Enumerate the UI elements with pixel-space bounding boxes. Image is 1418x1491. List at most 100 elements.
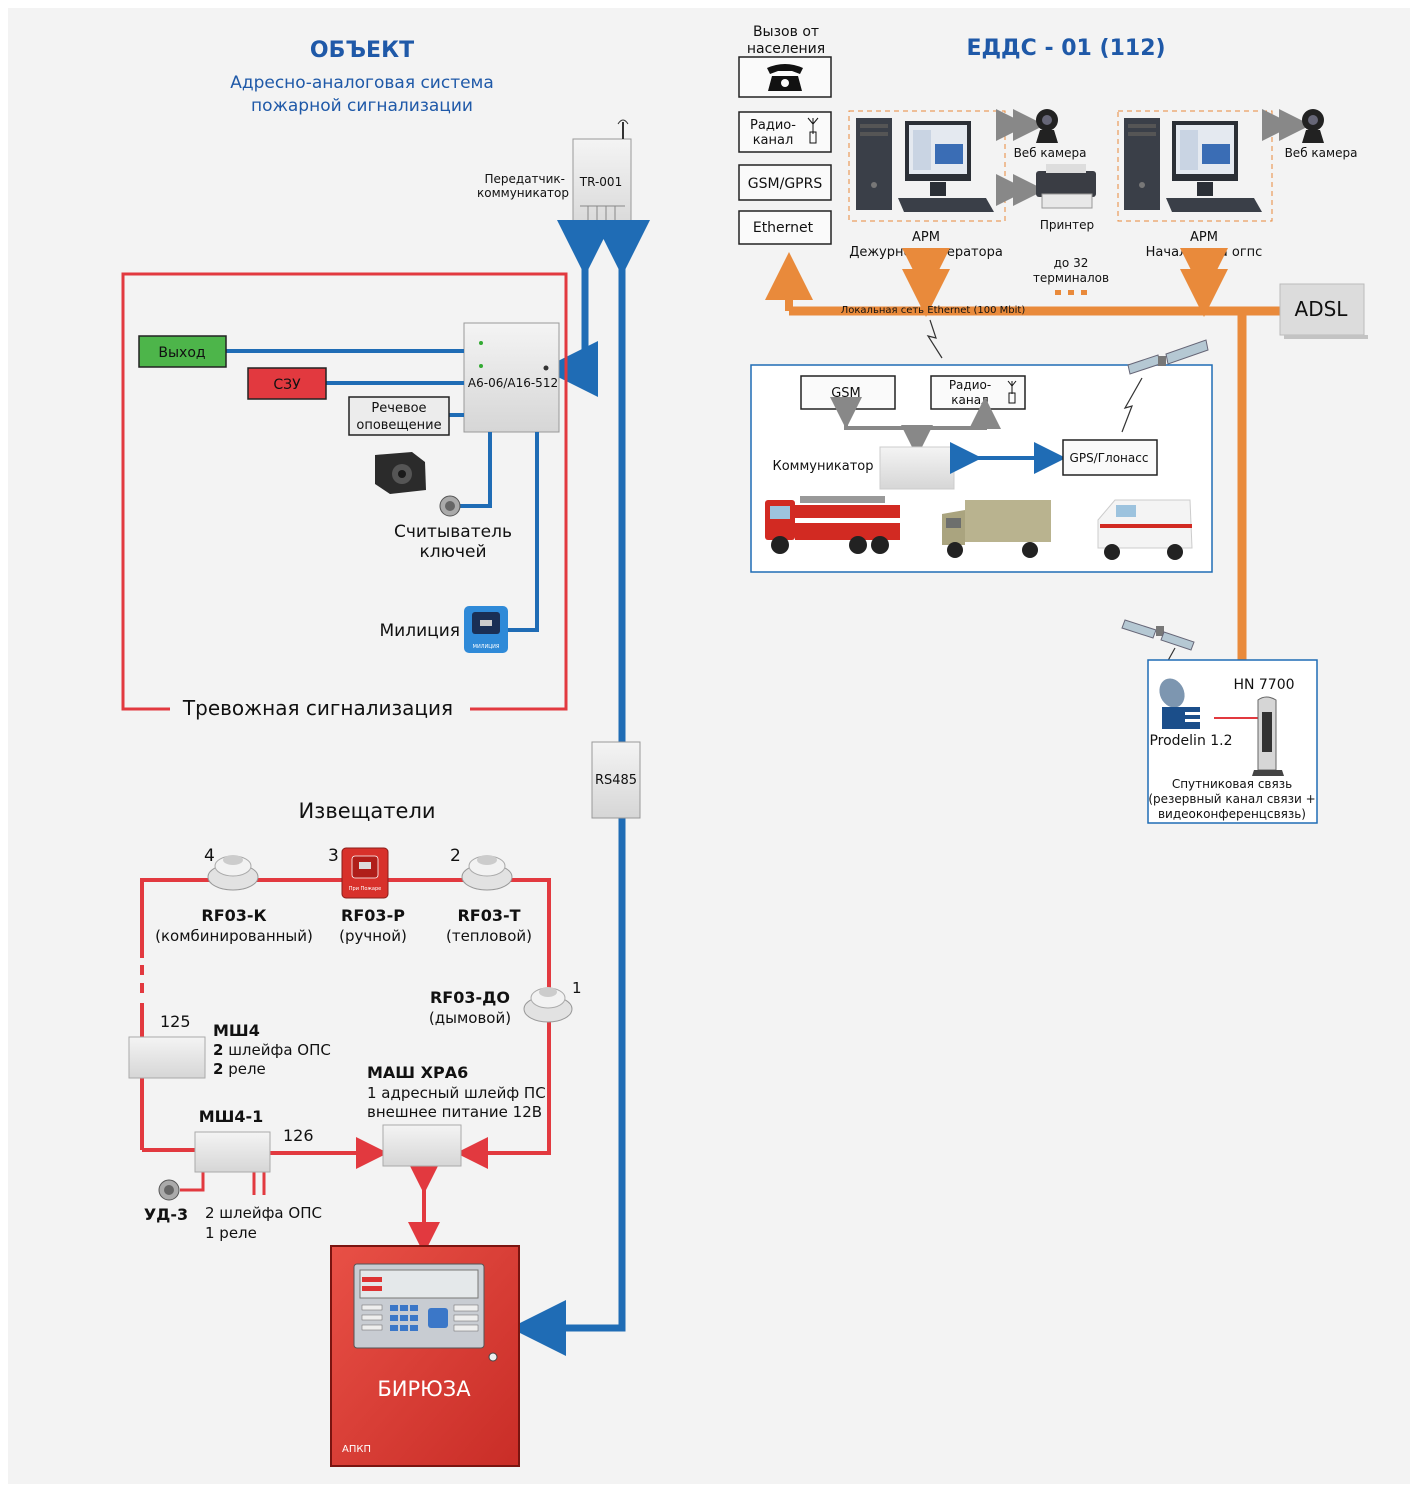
fire-truck-icon — [765, 496, 900, 554]
ethernet-box — [738, 210, 832, 245]
edds-title: ЕДДС - 01 (112) — [966, 36, 1165, 61]
detector-1-name: RF03-ДО — [430, 988, 510, 1007]
adsl-shadow — [1284, 335, 1368, 339]
satellite-line1: Спутниковая связь — [1172, 777, 1292, 791]
ud3-line2: 1 реле — [205, 1224, 257, 1242]
detector-4-type: (комбинированный) — [155, 927, 313, 945]
panel-brand: АПКП — [342, 1444, 371, 1455]
prodelin-label: Prodelin 1.2 — [1149, 733, 1232, 749]
satellite-line2: (резервный канал связи + — [1148, 792, 1315, 806]
webcam-1-label: Веб камера — [1014, 146, 1087, 160]
mash-box — [382, 1124, 462, 1167]
police-button-text: МИЛИЦИЯ — [473, 644, 500, 650]
msh4-line1: 2 шлейфа ОПС — [213, 1041, 331, 1059]
speech-label-1: Речевое — [371, 401, 426, 416]
mash-line1: 1 адресный шлейф ПС — [367, 1084, 546, 1102]
antenna-icon — [807, 117, 819, 144]
exit-label: Выход — [158, 345, 205, 361]
detector-2-name: RF03-Т — [457, 906, 520, 925]
speech-box — [348, 396, 450, 436]
police-button-icon — [464, 606, 508, 653]
mash-line2: внешнее питание 12В — [367, 1103, 542, 1121]
ud3-line1: 2 шлейфа ОПС — [205, 1204, 322, 1222]
wireless-link-lan — [926, 319, 943, 359]
msh4-title: МШ4 — [213, 1021, 260, 1040]
radio-label-2: канал — [753, 133, 794, 148]
link-transmitter-panel — [510, 220, 650, 1356]
satellite-2-icon — [1121, 619, 1195, 651]
detector-4-name: RF03-К — [201, 906, 266, 925]
szu-label: СЗУ — [273, 377, 301, 393]
detector-1-number: 1 — [572, 979, 582, 997]
detector-3-icon — [341, 847, 389, 899]
exit-box — [138, 335, 227, 368]
controller-label: А6-06/А16-512 — [468, 376, 558, 390]
mobile-gsm-label: GSM — [831, 386, 861, 401]
detector-2-number: 2 — [450, 846, 461, 866]
detector-3-name: RF03-Р — [341, 906, 405, 925]
link-msh41-ud3 — [180, 1172, 205, 1192]
terminals-label-2: терминалов — [1033, 271, 1109, 285]
printer-icon — [1036, 164, 1096, 209]
speaker-icon — [375, 452, 426, 494]
computer-1-icon — [856, 118, 994, 212]
arm1-label-2: Дежурного оператора — [849, 245, 1003, 260]
gps-box — [1062, 439, 1158, 476]
modem-icon — [1252, 696, 1284, 776]
mobile-antenna-icon — [1007, 380, 1017, 404]
satellite-1-icon — [1127, 339, 1209, 375]
panel-biryuza — [330, 1245, 520, 1467]
webcam-1-icon — [1036, 109, 1058, 143]
szu-box — [247, 367, 327, 400]
msh4-line1-text: шлейфа ОПС — [223, 1041, 330, 1059]
detector-1-icon — [523, 987, 573, 1023]
detector-2-icon — [461, 855, 513, 891]
detector-3-number: 3 — [328, 846, 339, 866]
wireless-link-gps — [1121, 377, 1143, 433]
alarm-caption: Тревожная сигнализация — [182, 696, 453, 720]
police-label: Милиция — [380, 621, 460, 641]
communicator-box — [879, 446, 955, 490]
arm2-label-1: АРМ — [1190, 230, 1218, 245]
link-key-reader — [460, 432, 492, 508]
radio-label-1: Радио- — [750, 118, 796, 133]
detector-4-number: 4 — [204, 846, 215, 866]
key-reader-label-1: Считыватель — [394, 522, 512, 542]
call-label-1: Вызов от — [753, 24, 819, 40]
rs485-label: RS485 — [595, 773, 637, 788]
msh41-title: МШ4-1 — [199, 1107, 264, 1126]
call-label-2: населения — [747, 41, 825, 57]
arm1-label-1: АРМ — [912, 230, 940, 245]
detector-3-type: (ручной) — [339, 927, 407, 945]
key-reader-label-2: ключей — [420, 542, 487, 562]
printer-label: Принтер — [1040, 218, 1094, 232]
arm1-frame — [848, 110, 1006, 222]
ethernet-label: Ethernet — [753, 220, 814, 236]
object-subtitle-2: пожарной сигнализации — [251, 96, 473, 116]
satellite-line3: видеоконференцсвязь) — [1158, 807, 1306, 821]
ud3-label: УД-3 — [144, 1205, 188, 1224]
detector-2-type: (тепловой) — [446, 927, 532, 945]
key-reader-icon — [439, 495, 461, 517]
ambulance-icon — [1097, 499, 1193, 560]
webcam-2-icon — [1302, 109, 1324, 143]
communicator-label: Коммуникатор — [772, 459, 873, 474]
computer-2-icon — [1124, 118, 1262, 212]
panel-name: БИРЮЗА — [377, 1377, 471, 1401]
transmitter-model: TR-001 — [579, 175, 622, 189]
lan-label: Локальная сеть Ethernet (100 Mbit) — [841, 305, 1026, 316]
transmitter-label-2: коммуникатор — [477, 186, 569, 200]
speech-label-2: оповещение — [356, 418, 441, 433]
msh4-line1-num: 2 — [213, 1041, 223, 1059]
phone-icon — [767, 64, 803, 91]
detector-3-button-text: При Пожаре — [349, 886, 381, 892]
msh4-number: 125 — [160, 1012, 191, 1031]
alarm-controller — [463, 322, 560, 433]
detector-1-type: (дымовой) — [429, 1009, 511, 1027]
dish-icon — [1159, 678, 1217, 729]
msh41-number: 126 — [283, 1126, 314, 1145]
terminals-dots — [1055, 290, 1087, 295]
mobile-radio-label-1: Радио- — [949, 378, 991, 392]
